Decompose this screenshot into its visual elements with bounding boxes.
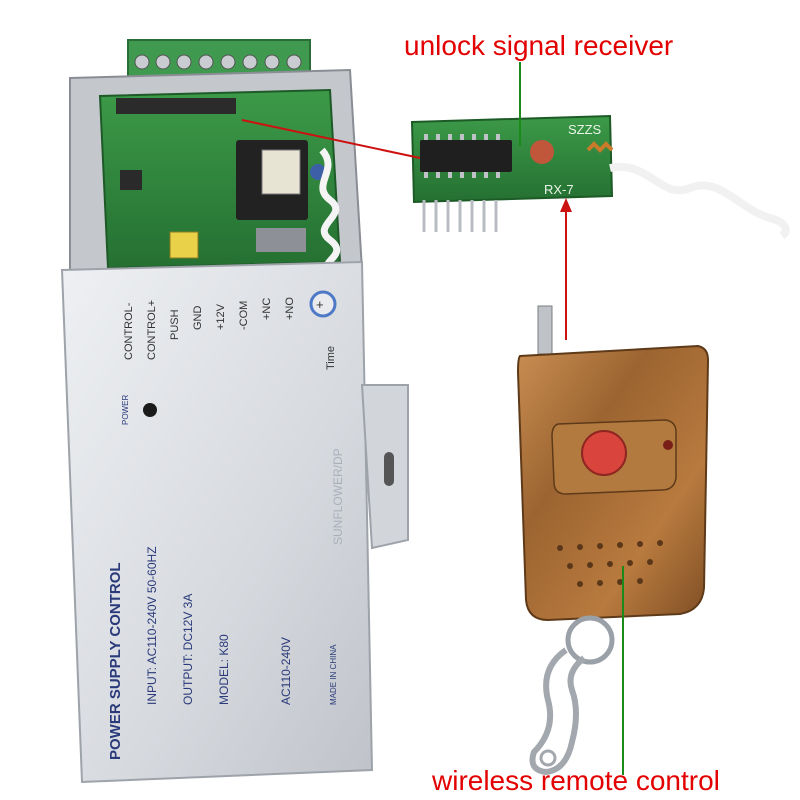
- terminal-label: +12V: [215, 303, 227, 330]
- small-chip: [120, 170, 142, 190]
- terminal-label: PUSH: [169, 309, 181, 340]
- remote-callout-label: wireless remote control: [432, 765, 720, 796]
- case-title: POWER SUPPLY CONTROL: [107, 562, 124, 760]
- terminal-label: GND: [192, 306, 204, 331]
- power-supply-box: +: [60, 39, 409, 784]
- receiver-marking-rx7: RX-7: [544, 182, 574, 197]
- receiver-callout-label: unlock signal receiver: [404, 30, 674, 61]
- power-led: [143, 403, 157, 417]
- crystal-component: [530, 140, 554, 164]
- case-cover: [60, 260, 374, 784]
- bracket-slot: [384, 452, 394, 486]
- antenna-coil: [319, 147, 341, 273]
- yellow-capacitor: [169, 231, 199, 259]
- case-output: OUTPUT: DC12V 3A: [181, 594, 195, 705]
- remote-antenna: [537, 305, 553, 355]
- terminal-screws: [134, 54, 302, 70]
- time-knob: [309, 290, 337, 318]
- case-ac-label: AC110-240V: [279, 637, 293, 705]
- key-clip-hole: [539, 749, 557, 767]
- terminal-label: +NO: [284, 297, 296, 320]
- case-model: MODEL: K80: [217, 634, 231, 705]
- terminal-label: CONTROL-: [123, 302, 135, 360]
- case-power-label: POWER: [121, 395, 130, 425]
- terminal-label: CONTROL+: [146, 300, 158, 360]
- annotation-arrows: [241, 62, 624, 775]
- arrowhead-up: [560, 198, 572, 212]
- chip-pins: [424, 134, 500, 178]
- remote-control: [516, 305, 710, 776]
- heatsink: [256, 228, 306, 252]
- key-ring: [565, 615, 615, 665]
- header-pins: [422, 200, 498, 232]
- relay: [261, 149, 301, 195]
- speaker-holes: [557, 540, 663, 587]
- decoder-chip: [420, 140, 512, 172]
- pin-header: [116, 98, 236, 114]
- key-clip: [529, 647, 586, 776]
- case-brand: SUNFLOWER/DP: [331, 448, 345, 545]
- remote-led: [663, 440, 673, 450]
- terminal-label: -COM: [238, 301, 250, 330]
- remote-red-button[interactable]: [581, 430, 627, 476]
- case-text-vertical: POWER SUPPLY CONTROL INPUT: AC110-240V 5…: [107, 297, 345, 760]
- arrow-box-to-receiver: [241, 119, 421, 159]
- case-input: INPUT: AC110-240V 50-60HZ: [145, 546, 159, 705]
- receiver-module: SZZS RX-7: [410, 114, 790, 240]
- case-time-label: Time: [325, 346, 337, 370]
- case-made-in: MADE IN CHINA: [329, 644, 338, 705]
- knob-plus: +: [316, 297, 324, 312]
- receiver-coil: [586, 141, 614, 153]
- terminal-label: +NC: [261, 298, 273, 320]
- receiver-antenna-coil: [609, 162, 790, 240]
- receiver-marking-szzs: SZZS: [568, 122, 602, 137]
